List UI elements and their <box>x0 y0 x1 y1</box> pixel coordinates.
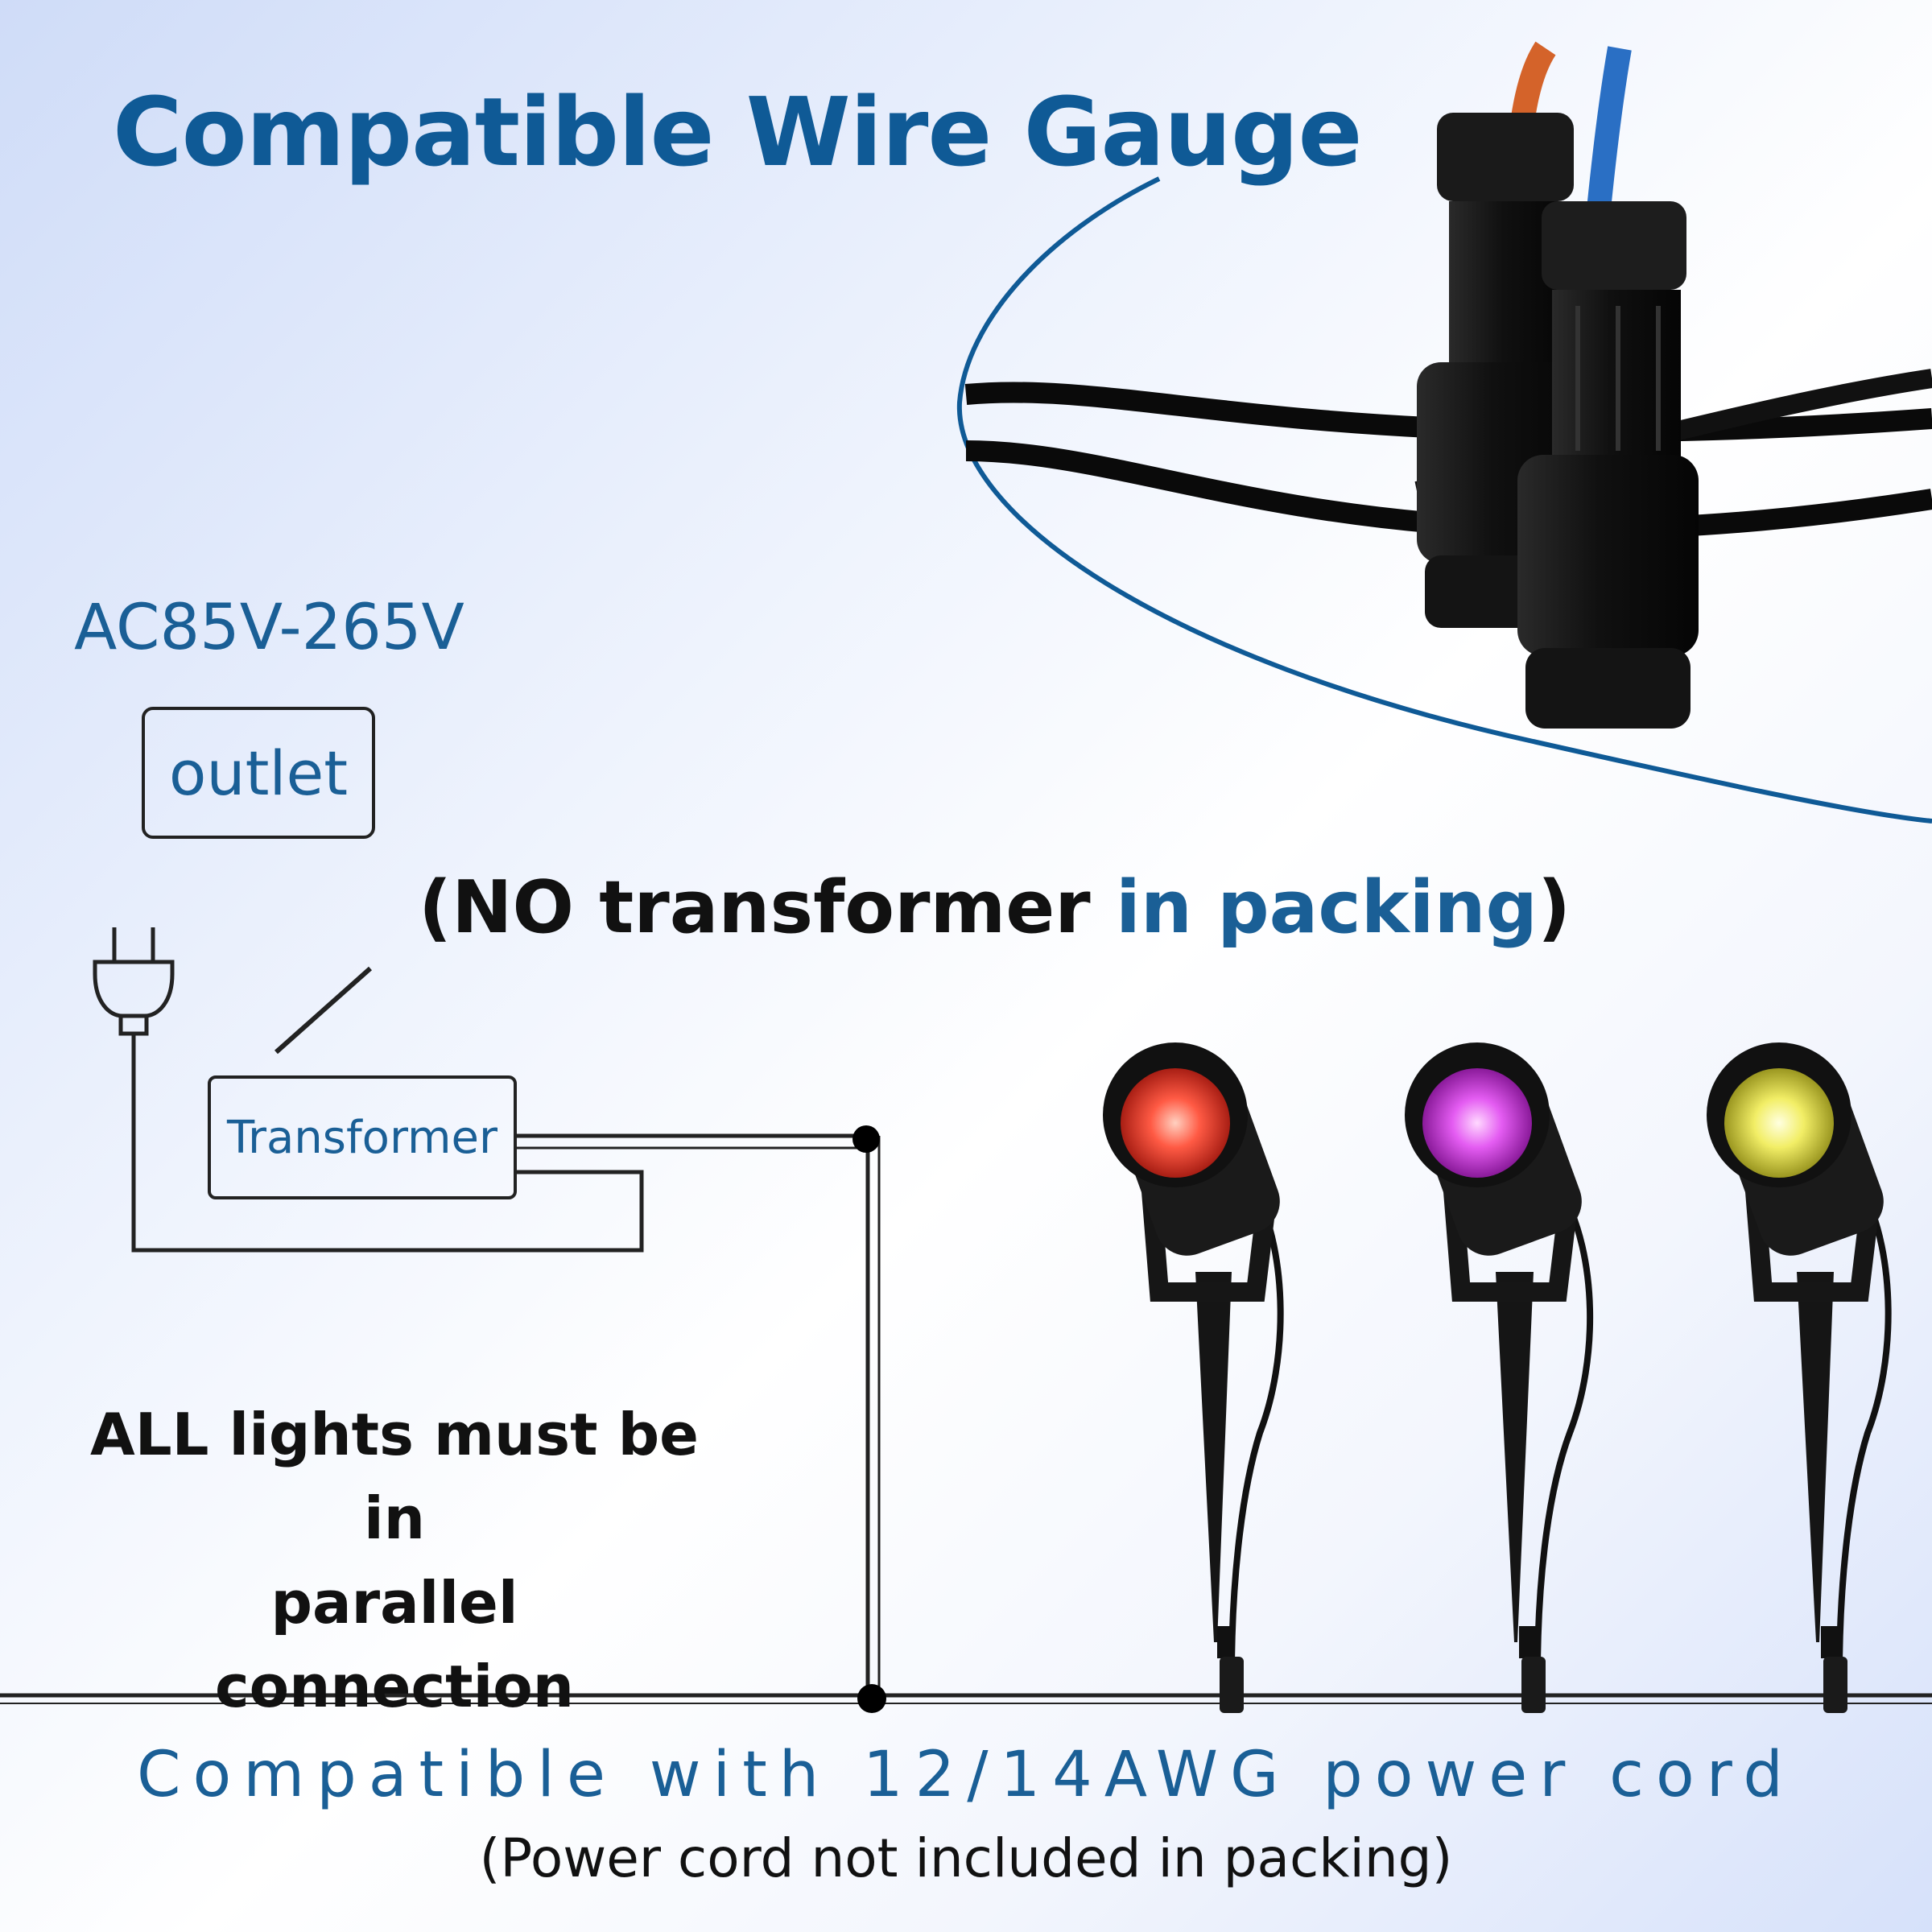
parallel-note-line1: ALL lights must be in <box>89 1401 700 1553</box>
power-cord-note: (Power cord not included in packing) <box>479 1827 1453 1889</box>
wiring-diagram <box>0 927 1932 1713</box>
outlet-label: outlet <box>168 737 349 809</box>
compatible-cord-label: Compatible with 12/14AWG power cord <box>137 1739 1795 1811</box>
spotlight-icon <box>1103 1042 1892 1713</box>
page-title: Compatible Wire Gauge <box>113 76 1362 188</box>
voltage-label: AC85V-265V <box>74 592 464 664</box>
outlet-box: outlet <box>142 707 375 839</box>
no-transformer-notice: (NO transformer in packing) <box>419 865 1571 950</box>
transformer-label: Transformer <box>226 1111 498 1164</box>
notice-highlight: in packing <box>1116 865 1538 950</box>
notice-open: (NO transformer <box>419 865 1116 950</box>
plug-icon <box>93 927 175 1036</box>
parallel-note-line2: parallel connection <box>215 1568 574 1721</box>
transformer-box: Transformer <box>208 1075 517 1199</box>
parallel-connection-note: ALL lights must be in parallel connectio… <box>89 1393 700 1729</box>
notice-close: ) <box>1537 865 1571 950</box>
wire-connector-photo <box>956 41 1932 824</box>
